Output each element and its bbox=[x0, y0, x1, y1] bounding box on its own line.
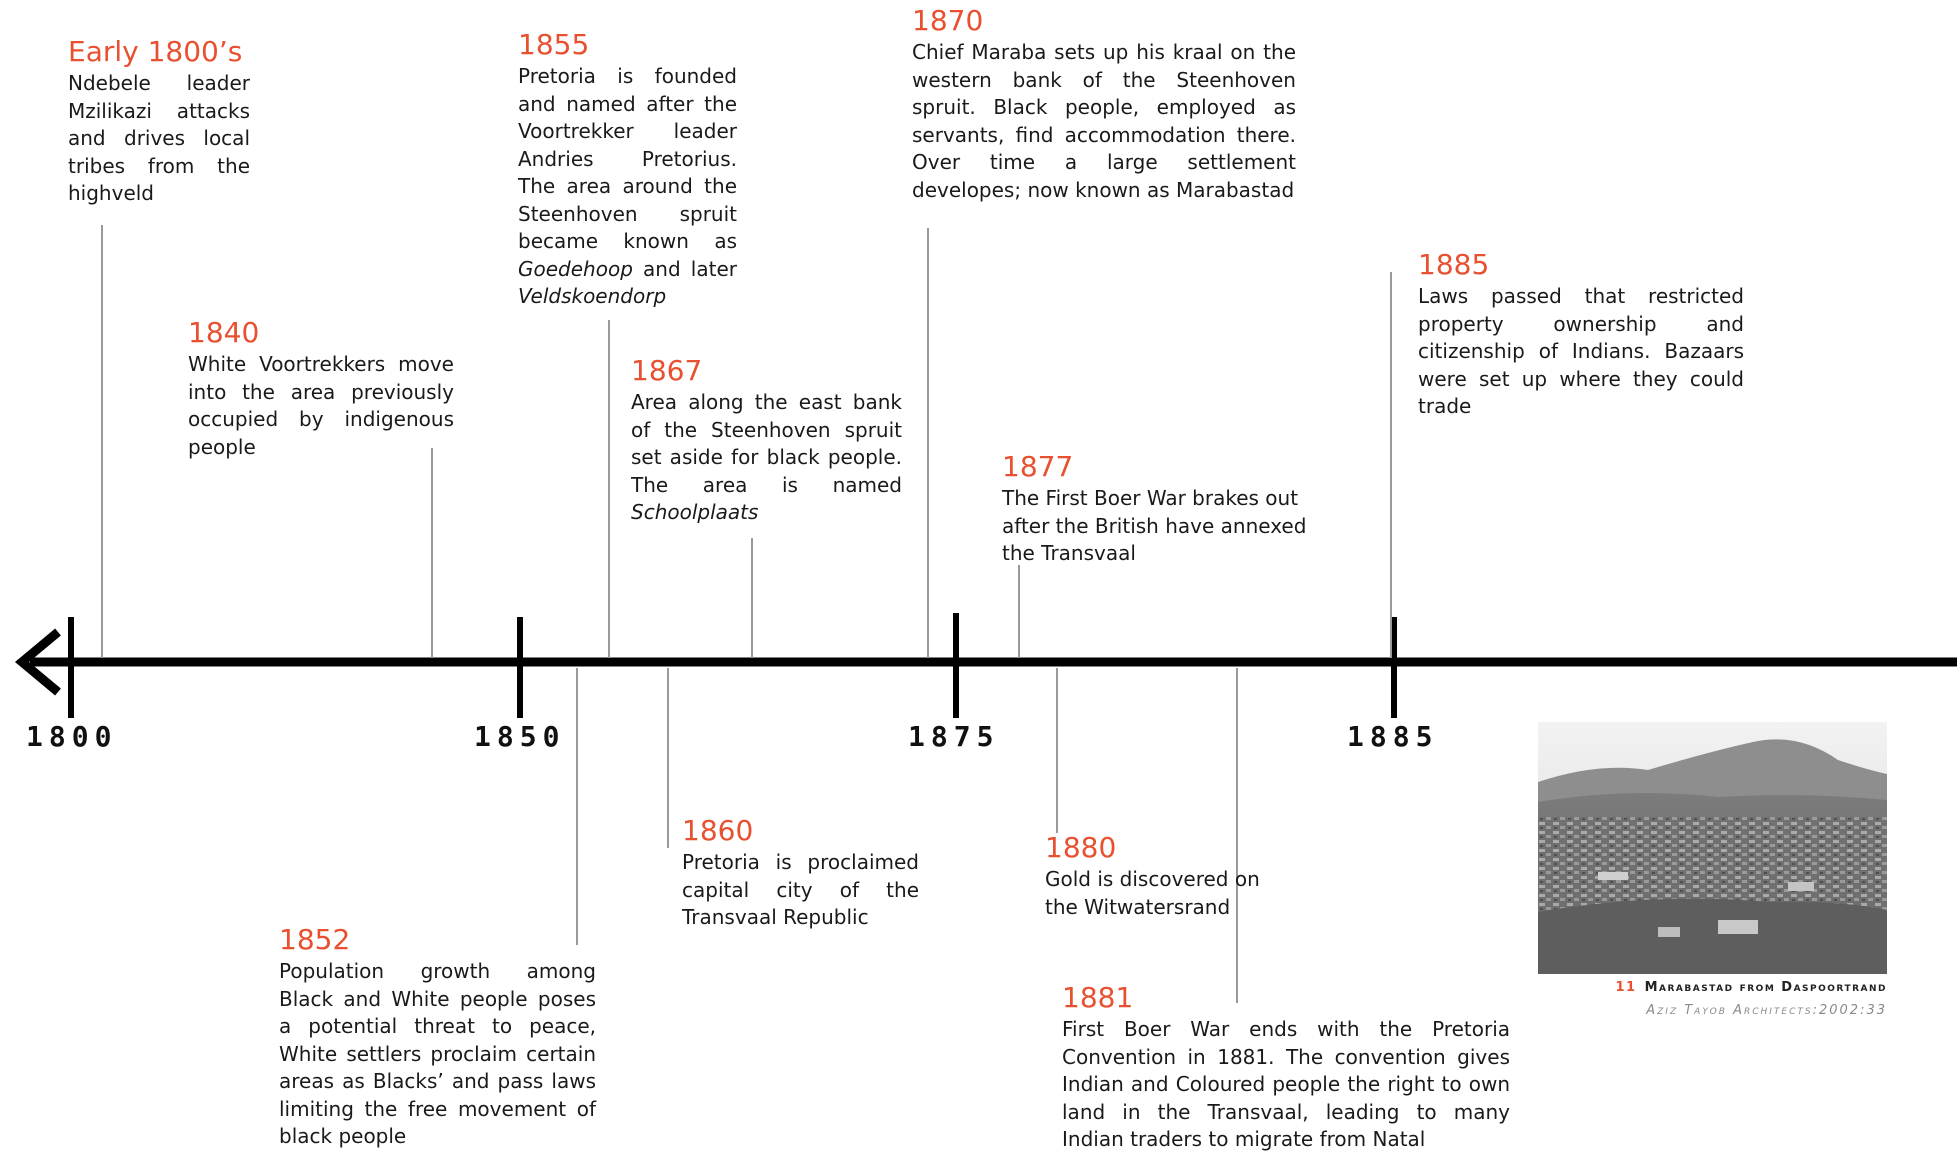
event-year: 1867 bbox=[631, 354, 703, 387]
event-description: Population growth among Black and White … bbox=[279, 959, 596, 1148]
event-year: 1877 bbox=[1002, 450, 1074, 483]
marabastad-photo bbox=[1538, 722, 1887, 974]
event-text-italic: Goedehoop bbox=[518, 256, 633, 281]
event-text-italic: Schoolplaats bbox=[631, 500, 759, 524]
marabastad-photo-image bbox=[1538, 722, 1887, 974]
event-1840: 1840 White Voortrekkers move into the ar… bbox=[188, 318, 454, 461]
event-description: Ndebele leader Mzilikazi attacks and dri… bbox=[68, 71, 250, 205]
event-text: Area along the east bank of the Steenhov… bbox=[631, 390, 902, 497]
event-year: 1870 bbox=[912, 4, 984, 37]
event-year: 1852 bbox=[279, 923, 351, 956]
event-description: Gold is discovered on the Witwatersrand bbox=[1045, 867, 1260, 919]
event-1870: 1870 Chief Maraba sets up his kraal on t… bbox=[912, 6, 1296, 204]
tick-label-1800: 1800 bbox=[26, 720, 118, 753]
event-year: 1881 bbox=[1062, 981, 1134, 1014]
event-description: Pretoria is founded and named after the … bbox=[518, 63, 737, 311]
event-description: Laws passed that restricted property own… bbox=[1418, 284, 1744, 418]
photo-caption: 11 Marabastad from Daspoortrand bbox=[1502, 980, 1887, 995]
tick-label-1885: 1885 bbox=[1347, 720, 1439, 753]
tick-label-1850: 1850 bbox=[474, 720, 566, 753]
event-description: First Boer War ends with the Pretoria Co… bbox=[1062, 1017, 1510, 1151]
event-1880: 1880 Gold is discovered on the Witwaters… bbox=[1045, 833, 1295, 921]
event-year: 1840 bbox=[188, 316, 260, 349]
event-year: 1855 bbox=[518, 28, 590, 61]
event-year: 1885 bbox=[1418, 248, 1490, 281]
figure-title: Marabastad from Daspoortrand bbox=[1644, 980, 1887, 995]
event-text-italic: Veldskoendorp bbox=[518, 284, 667, 308]
event-text: Pretoria is founded and named after the … bbox=[518, 64, 737, 253]
event-description: The First Boer War brakes out after the … bbox=[1002, 486, 1307, 565]
event-description: Chief Maraba sets up his kraal on the we… bbox=[912, 40, 1296, 202]
event-year: Early 1800’s bbox=[68, 35, 243, 68]
event-description: White Voortrekkers move into the area pr… bbox=[188, 352, 454, 459]
event-description: Area along the east bank of the Steenhov… bbox=[631, 389, 902, 527]
event-early-1800s: Early 1800’s Ndebele leader Mzilikazi at… bbox=[68, 37, 250, 208]
photo-credit: Aziz Tayob Architects:2002:33 bbox=[1646, 1003, 1887, 1018]
event-1885: 1885 Laws passed that restricted propert… bbox=[1418, 250, 1744, 421]
event-1867: 1867 Area along the east bank of the Ste… bbox=[631, 356, 902, 527]
event-1855: 1855 Pretoria is founded and named after… bbox=[518, 30, 737, 311]
timeline-arrowhead bbox=[14, 628, 61, 696]
event-1852: 1852 Population growth among Black and W… bbox=[279, 925, 596, 1151]
tick-label-1875: 1875 bbox=[908, 720, 1000, 753]
event-1860: 1860 Pretoria is proclaimed capital city… bbox=[682, 816, 919, 932]
event-1881: 1881 First Boer War ends with the Pretor… bbox=[1062, 983, 1510, 1154]
figure-number: 11 bbox=[1615, 980, 1637, 995]
event-year: 1880 bbox=[1045, 831, 1117, 864]
event-text: and later bbox=[632, 256, 737, 281]
event-year: 1860 bbox=[682, 814, 754, 847]
event-1877: 1877 The First Boer War brakes out after… bbox=[1002, 452, 1314, 568]
event-description: Pretoria is proclaimed capital city of t… bbox=[682, 850, 919, 929]
